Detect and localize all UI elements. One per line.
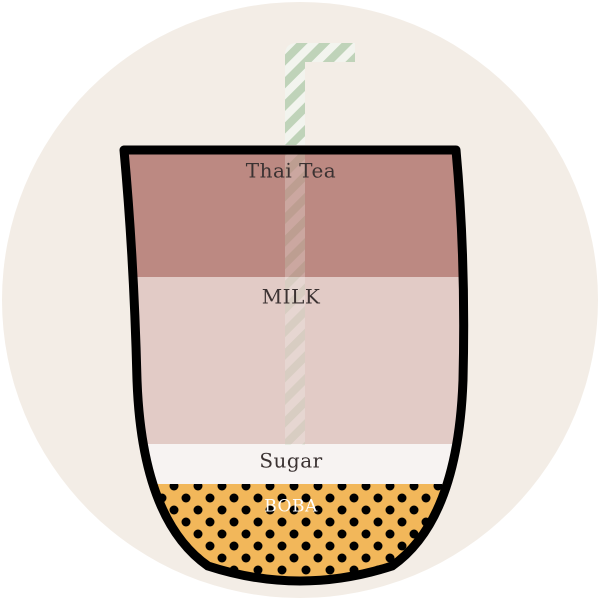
sugar-label: Sugar — [259, 449, 322, 473]
boba-label: BOBA — [264, 497, 318, 517]
sugar-layer — [124, 444, 464, 484]
cup-contents — [124, 150, 464, 581]
straw — [285, 43, 355, 145]
cup-outline — [119, 145, 469, 586]
straw-inside — [285, 150, 305, 445]
thai-tea-label: Thai Tea — [246, 159, 336, 183]
milk-label: MILK — [262, 285, 321, 309]
